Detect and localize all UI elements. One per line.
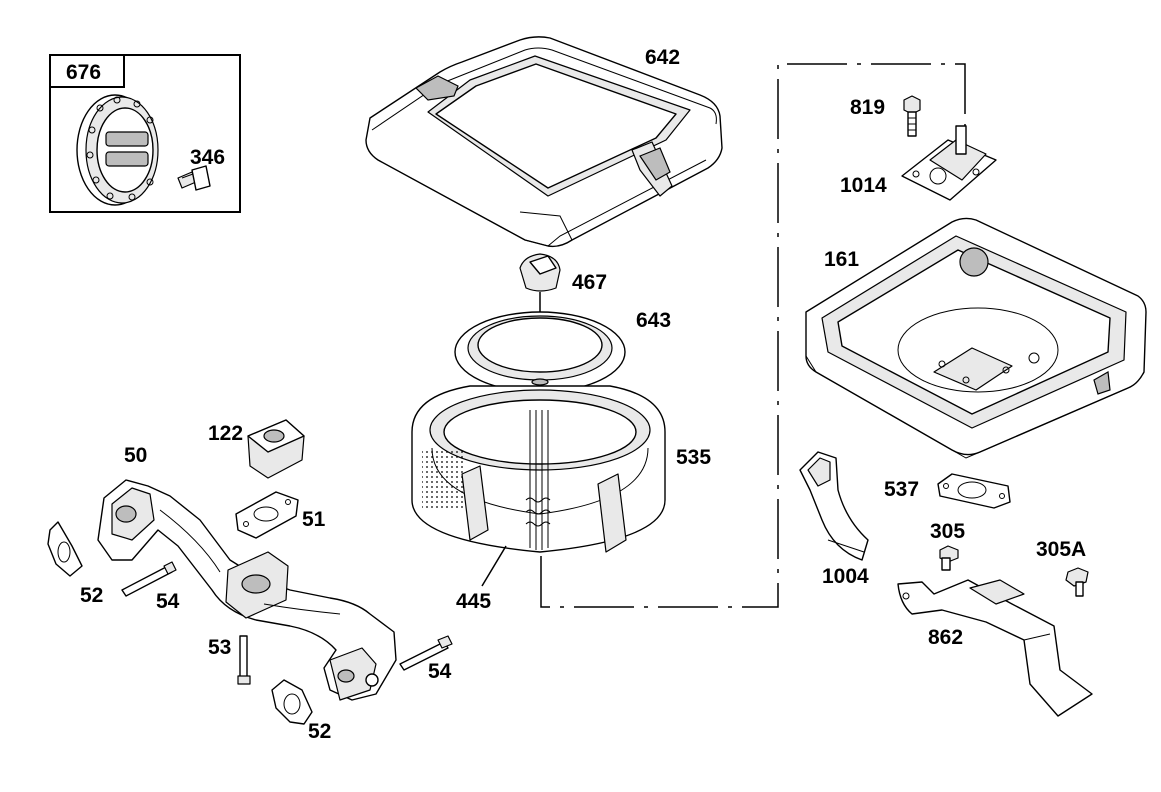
label-122: 122: [208, 422, 243, 445]
label-819: 819: [850, 96, 885, 119]
label-1014: 1014: [840, 174, 887, 197]
label-346: 346: [190, 146, 225, 169]
inset-box-676: 676 346: [49, 54, 241, 213]
breather-1014: [901, 125, 997, 201]
label-53: 53: [208, 636, 231, 659]
filter-pleats: [525, 410, 551, 550]
label-535: 535: [676, 446, 711, 469]
bracket-862: [897, 579, 1093, 717]
bolt-305: [939, 545, 959, 571]
assembly-bracket-line: [540, 63, 966, 608]
label-54-right: 54: [428, 660, 452, 683]
screw-346: [177, 165, 211, 191]
gasket-51: [235, 491, 299, 539]
gasket-52-bottom: [271, 679, 313, 725]
label-161: 161: [824, 248, 859, 271]
round-cap-part: [76, 94, 159, 206]
label-642: 642: [645, 46, 680, 69]
leader-445: [481, 545, 507, 587]
label-305: 305: [930, 520, 965, 543]
cover-642: [365, 36, 723, 248]
filter-element-535: [411, 385, 666, 553]
label-51: 51: [302, 508, 326, 531]
label-467: 467: [572, 271, 607, 294]
label-54-left: 54: [156, 590, 180, 613]
label-1004: 1004: [822, 565, 869, 588]
gasket-52-left: [47, 521, 83, 577]
bolt-305a: [1065, 567, 1089, 597]
gasket-537: [937, 473, 1011, 509]
spacer-122: [247, 419, 305, 479]
stud-53: [237, 635, 251, 685]
label-305a: 305A: [1036, 538, 1086, 561]
label-445: 445: [456, 590, 491, 613]
label-52-bottom: 52: [308, 720, 331, 743]
manifold-50: [97, 479, 397, 701]
label-643: 643: [636, 309, 671, 332]
filter-plate-643: [454, 311, 626, 393]
base-161: [805, 217, 1147, 459]
inset-label-676: 676: [66, 61, 101, 84]
stud-54-right: [399, 635, 453, 671]
label-52-left: 52: [80, 584, 103, 607]
air-duct-1004: [799, 451, 869, 561]
label-50: 50: [124, 444, 147, 467]
label-537: 537: [884, 478, 919, 501]
bolt-819: [903, 95, 921, 137]
label-862: 862: [928, 626, 963, 649]
stud-54-left: [121, 561, 177, 597]
